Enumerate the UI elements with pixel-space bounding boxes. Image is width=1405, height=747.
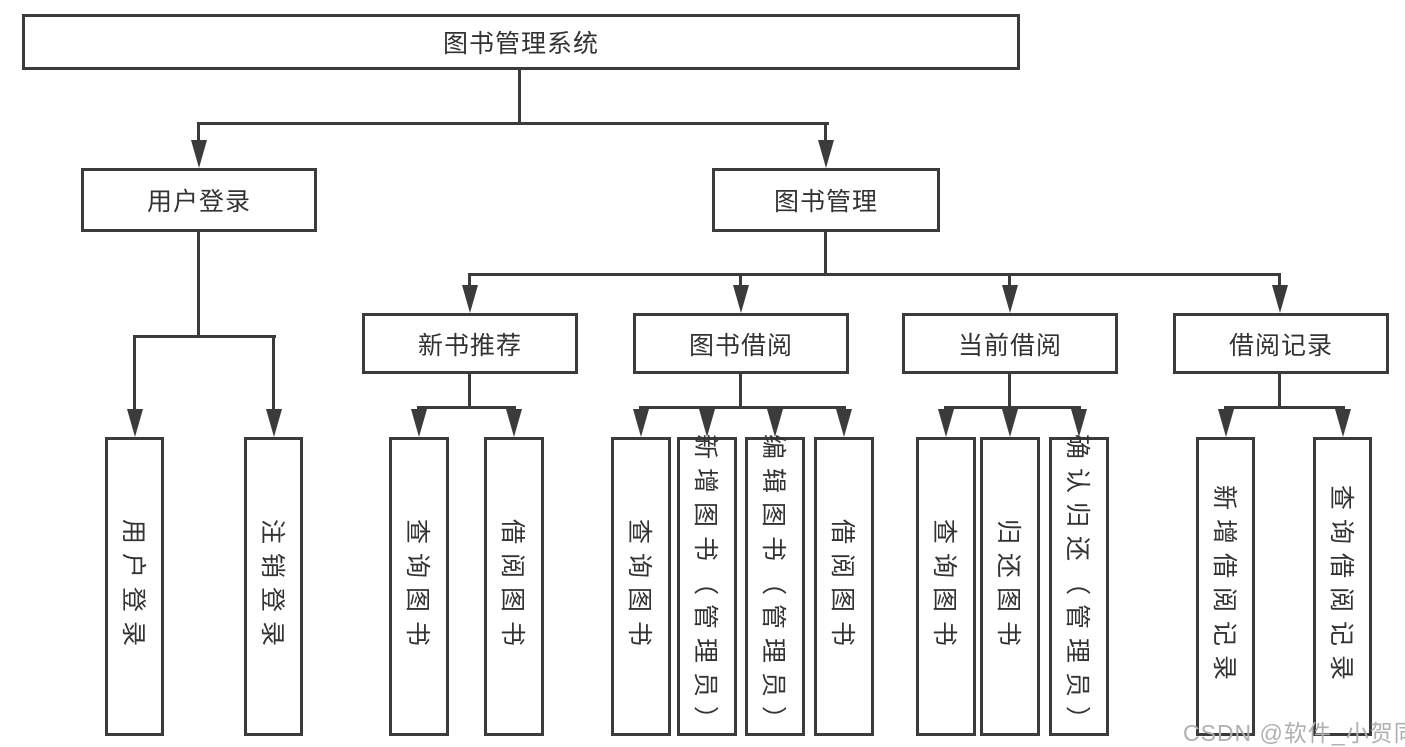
connector-stem-book-borrow [739, 273, 742, 287]
leaf-bb-add-books-label: 新增图书（管理员） [691, 433, 720, 740]
arrow-cb-query [938, 409, 954, 437]
arrow-cb-confirm [1071, 409, 1087, 437]
arrow-bb-add [699, 409, 715, 437]
arrow-borrow-records [1272, 285, 1288, 313]
leaf-user-login-label: 用户登录 [118, 518, 147, 655]
node-root-label: 图书管理系统 [442, 30, 599, 58]
leaf-cb-return-books: 归还图书 [980, 437, 1040, 736]
connector-stem-new-book [468, 273, 471, 287]
connector-stem-book-mgmt [824, 122, 827, 142]
csdn-watermark: CSDN @软件_小贺同学 [1183, 720, 1405, 746]
leaf-logout-label: 注销登录 [257, 518, 286, 655]
arrow-current-borrow [1002, 285, 1018, 313]
leaf-br-add-record: 新增借阅记录 [1196, 437, 1255, 736]
leaf-bb-borrow-books-label: 借阅图书 [828, 518, 857, 655]
leaf-br-query-record: 查询借阅记录 [1313, 437, 1372, 736]
connector-userlogin-stem [197, 232, 200, 335]
node-user-login-group-label: 用户登录 [146, 188, 251, 216]
arrow-bb-borrow [836, 409, 852, 437]
connector-userlogin-splitter [133, 335, 276, 338]
node-user-login-group: 用户登录 [81, 168, 317, 232]
arrow-book-borrow [733, 285, 749, 313]
connector-stem-user-login [197, 122, 200, 142]
node-new-book-rec-label: 新书推荐 [417, 331, 522, 360]
connector-stem-current-borrow [1008, 273, 1011, 287]
leaf-br-query-record-label: 查询借阅记录 [1326, 484, 1355, 689]
connector-stem-borrow-records [1278, 273, 1281, 287]
arrow-user-login [191, 140, 207, 168]
connector-level2-splitter [197, 122, 829, 125]
node-current-borrow: 当前借阅 [902, 313, 1118, 374]
connector-newbook-stem [468, 374, 471, 406]
leaf-cb-query-books: 查询图书 [916, 437, 976, 736]
leaf-bb-edit-books-label: 编辑图书（管理员） [759, 433, 788, 740]
connector-bookborrow-splitter [639, 406, 846, 409]
leaf-bb-query-books: 查询图书 [611, 437, 671, 736]
leaf-nb-query-books: 查询图书 [389, 437, 449, 736]
connector-borrowrecords-splitter [1224, 406, 1345, 409]
arrow-nb-borrow [506, 409, 522, 437]
connector-bookborrow-stem [739, 374, 742, 406]
leaf-logout: 注销登录 [244, 437, 303, 736]
leaf-bb-query-books-label: 查询图书 [625, 518, 654, 655]
arrow-new-book [462, 285, 478, 313]
node-borrow-records-label: 借阅记录 [1228, 331, 1333, 360]
connector-borrowrecords-stem [1278, 374, 1281, 406]
arrow-leaf-login [127, 409, 143, 437]
node-root: 图书管理系统 [22, 14, 1020, 70]
arrow-bb-query [633, 409, 649, 437]
leaf-bb-add-books: 新增图书（管理员） [677, 433, 737, 740]
connector-bookmgmt-stem [824, 232, 827, 273]
arrow-leaf-logout [266, 409, 282, 437]
node-book-borrow: 图书借阅 [633, 313, 849, 374]
leaf-user-login: 用户登录 [105, 437, 164, 736]
node-new-book-rec: 新书推荐 [362, 313, 578, 374]
node-borrow-records: 借阅记录 [1173, 313, 1389, 374]
arrow-br-add [1218, 409, 1234, 437]
leaf-cb-confirm-return: 确认归还（管理员） [1049, 433, 1109, 740]
leaf-nb-query-books-label: 查询图书 [403, 518, 432, 655]
arrow-bb-edit [767, 409, 783, 437]
node-book-mgmt-label: 图书管理 [773, 188, 878, 216]
connector-stem-leaf-logout [272, 335, 275, 411]
node-book-mgmt: 图书管理 [712, 168, 940, 232]
arrow-nb-query [411, 409, 427, 437]
leaf-bb-edit-books: 编辑图书（管理员） [745, 433, 805, 740]
connector-currentborrow-stem [1008, 374, 1011, 406]
leaf-br-add-record-label: 新增借阅记录 [1209, 484, 1238, 689]
connector-stem-leaf-login [133, 335, 136, 411]
arrow-book-mgmt [818, 140, 834, 168]
leaf-bb-borrow-books: 借阅图书 [814, 437, 874, 736]
arrow-br-query [1335, 409, 1351, 437]
leaf-nb-borrow-books: 借阅图书 [484, 437, 544, 736]
leaf-nb-borrow-books-label: 借阅图书 [498, 518, 527, 655]
connector-root-stem [518, 70, 521, 122]
connector-level3-splitter [468, 273, 1281, 276]
leaf-cb-confirm-return-label: 确认归还（管理员） [1063, 433, 1092, 740]
node-current-borrow-label: 当前借阅 [957, 331, 1062, 360]
connector-currentborrow-splitter [944, 406, 1081, 409]
leaf-cb-query-books-label: 查询图书 [930, 518, 959, 655]
arrow-cb-return [1002, 409, 1018, 437]
connector-newbook-splitter [417, 406, 516, 409]
leaf-cb-return-books-label: 归还图书 [994, 518, 1023, 655]
node-book-borrow-label: 图书借阅 [688, 331, 793, 360]
